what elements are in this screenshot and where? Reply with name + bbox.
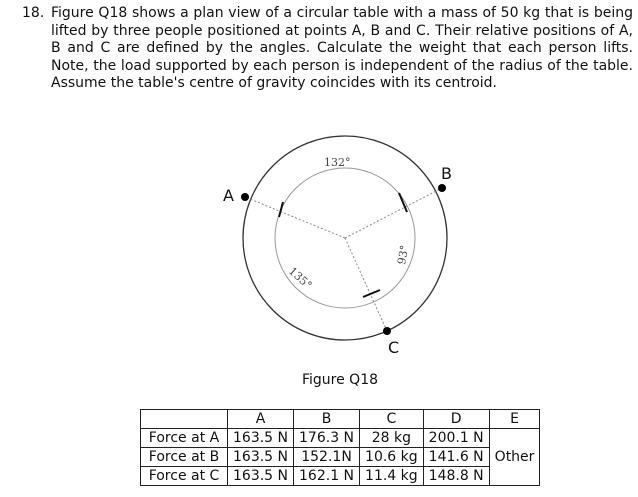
radius-line-b: [344, 187, 443, 239]
point-a-label: A: [223, 186, 234, 205]
radius-line-c: [344, 237, 388, 332]
table-row: Force at C 163.5 N 162.1 N 11.4 kg 148.8…: [140, 466, 540, 486]
row-label: Force at A: [140, 428, 228, 448]
angle-ca-label: 135°: [286, 265, 314, 292]
figure-caption: Figure Q18: [301, 372, 379, 388]
table-row: Force at B 163.5 N 152.1N 10.6 kg 141.6 …: [140, 447, 540, 467]
inner-circle: [274, 167, 416, 309]
option-b-cell: 152.1N: [293, 447, 361, 467]
option-a-cell: 163.5 N: [226, 466, 295, 486]
header-cell-c: C: [359, 409, 424, 429]
angle-ab-label: 132°: [324, 156, 351, 169]
option-b-cell: 176.3 N: [293, 428, 361, 448]
option-d-cell: 148.8 N: [422, 466, 490, 486]
row-label: Force at C: [140, 466, 228, 486]
table-header-row: A B C D E: [140, 409, 541, 429]
answer-options-table: A B C D E Force at A 163.5 N 176.3 N 28 …: [140, 409, 541, 486]
option-a-cell: 163.5 N: [226, 428, 295, 448]
option-a-cell: 163.5 N: [226, 447, 295, 467]
header-cell-a: A: [226, 409, 295, 429]
header-cell-blank: [140, 409, 228, 429]
option-b-cell: 162.1 N: [293, 466, 361, 486]
arrow-mark-c: [362, 289, 381, 298]
table-row: Force at A 163.5 N 176.3 N 28 kg 200.1 N…: [140, 428, 541, 486]
header-cell-d: D: [422, 409, 490, 429]
figure-q18: A B C 132° 93° 135°: [200, 120, 480, 368]
arrow-mark-b: [398, 192, 408, 213]
angle-bc-label: 93°: [395, 244, 411, 265]
point-c-marker: [383, 327, 391, 335]
header-cell-b: B: [293, 409, 361, 429]
option-d-cell: 200.1 N: [422, 428, 490, 448]
question-text: Figure Q18 shows a plan view of a circul…: [51, 5, 633, 91]
point-b-marker: [438, 184, 446, 192]
question-number: 18.: [22, 5, 45, 21]
table-plan-diagram: A B C 132° 93° 135°: [223, 135, 452, 357]
radius-line-a: [244, 196, 346, 239]
option-d-cell: 141.6 N: [422, 447, 490, 467]
option-c-cell: 28 kg: [359, 428, 424, 448]
option-c-cell: 10.6 kg: [359, 447, 424, 467]
outer-circle: [242, 135, 448, 341]
point-a-marker: [241, 193, 249, 201]
option-e-cell: Other: [488, 428, 541, 486]
point-b-label: B: [441, 164, 452, 183]
option-c-cell: 11.4 kg: [359, 466, 424, 486]
arrow-mark-a: [278, 201, 284, 218]
row-label: Force at B: [140, 447, 228, 467]
header-cell-e: E: [488, 409, 541, 429]
point-c-label: C: [388, 338, 399, 357]
